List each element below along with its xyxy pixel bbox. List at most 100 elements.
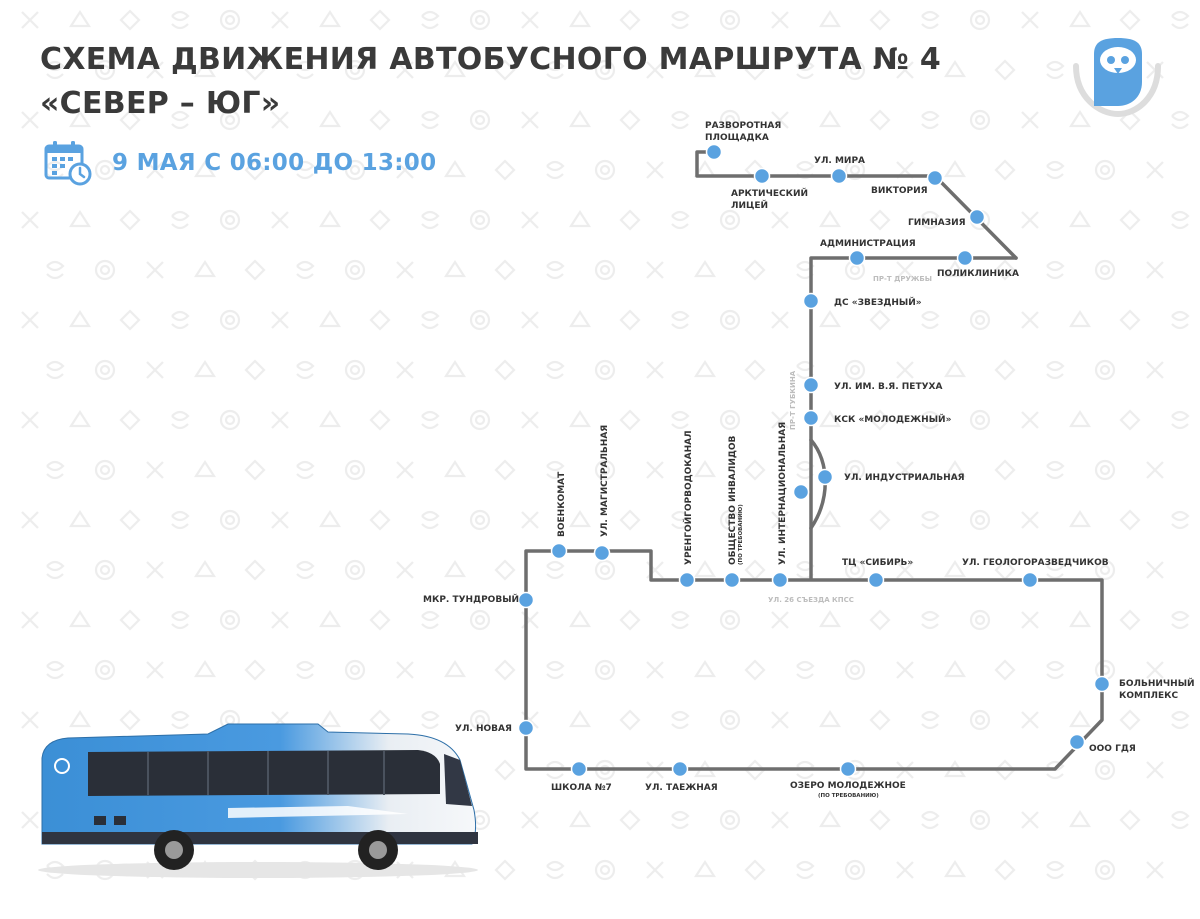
stop-label-administraciya: АДМИНИСТРАЦИЯ (820, 239, 916, 249)
pattern-ornament (719, 309, 741, 331)
pattern-ornament (318, 9, 342, 28)
pattern-ornament (896, 661, 914, 679)
pattern-ornament (719, 409, 741, 431)
pattern-ornament (1068, 709, 1092, 728)
stop-label-magistralnaya: УЛ. МАГИСТРАЛЬНАЯ (600, 425, 610, 537)
pattern-ornament (969, 609, 991, 631)
pattern-ornament (1046, 660, 1065, 680)
pattern-ornament (869, 809, 891, 831)
pattern-ornament (943, 859, 967, 878)
pattern-ornament (1046, 160, 1065, 180)
pattern-ornament (369, 609, 391, 631)
pattern-ornament (344, 359, 366, 381)
pattern-ornament (719, 609, 741, 631)
stop-label-molodezhny: КСК «МОЛОДЕЖНЫЙ» (834, 413, 952, 425)
pattern-ornament (994, 159, 1016, 181)
pattern-ornament (1119, 409, 1141, 431)
pattern-ornament (119, 309, 141, 331)
pattern-ornament (693, 259, 717, 278)
pattern-ornament (771, 311, 789, 329)
pattern-ornament (546, 560, 565, 580)
pattern-ornament (869, 9, 891, 31)
pattern-ornament (1046, 260, 1065, 280)
pattern-ornament (271, 111, 289, 129)
pattern-ornament (244, 659, 266, 681)
pattern-ornament (869, 409, 891, 431)
pattern-ornament (146, 61, 164, 79)
pattern-ornament (318, 209, 342, 228)
stop-label-poliklinika: ПОЛИКЛИНИКА (937, 269, 1019, 279)
pattern-ornament (171, 210, 190, 230)
stop-invalidov (723, 571, 741, 589)
pattern-ornament (1094, 759, 1116, 781)
pattern-ornament (546, 60, 565, 80)
pattern-ornament (1119, 209, 1141, 231)
pattern-ornament (869, 709, 891, 731)
pattern-ornament (1119, 809, 1141, 831)
pattern-ornament (921, 310, 940, 330)
pattern-ornament (896, 861, 914, 879)
pattern-ornament (594, 859, 616, 881)
stop-magistralnaya (593, 544, 611, 562)
pattern-ornament (921, 410, 940, 430)
pattern-ornament (1146, 661, 1164, 679)
pattern-ornament (94, 359, 116, 381)
pattern-ornament (921, 610, 940, 630)
pattern-ornament (1068, 109, 1092, 128)
pattern-ornament (844, 859, 866, 881)
stop-tundrovy (517, 591, 535, 609)
pattern-ornament (1068, 309, 1092, 328)
pattern-ornament (1119, 709, 1141, 731)
street-label-syezda: УЛ. 26 СЪЕЗДА КПСС (768, 596, 854, 604)
stop-ozero (839, 760, 857, 778)
pattern-ornament (646, 361, 664, 379)
pattern-ornament (443, 359, 467, 378)
pattern-ornament (921, 10, 940, 30)
stop-industrialnaya (816, 468, 834, 486)
pattern-ornament (68, 709, 92, 728)
stop-label-bolnichny-2: КОМПЛЕКС (1119, 691, 1178, 701)
pattern-ornament (469, 609, 491, 631)
street-label-gubkina: ПР-Т ГУБКИНА (789, 370, 797, 430)
pattern-ornament (771, 411, 789, 429)
pattern-ornament (494, 459, 516, 481)
pattern-ornament (318, 309, 342, 328)
pattern-ornament (494, 259, 516, 281)
pattern-ornament (671, 610, 690, 630)
pattern-ornament (1068, 409, 1092, 428)
stop-label-petukha: УЛ. ИМ. В.Я. ПЕТУХА (834, 382, 942, 392)
pattern-ornament (296, 560, 315, 580)
pattern-ornament (318, 709, 342, 728)
pattern-ornament (521, 11, 539, 29)
pattern-ornament (21, 11, 39, 29)
pattern-ornament (869, 109, 891, 131)
pattern-ornament (94, 559, 116, 581)
pattern-ornament (1021, 111, 1039, 129)
pattern-ornament (344, 159, 366, 181)
pattern-ornament (271, 11, 289, 29)
route-top-segment (695, 150, 1018, 260)
pattern-ornament (693, 459, 717, 478)
pattern-ornament (671, 810, 690, 830)
pattern-ornament (744, 659, 766, 681)
pattern-ornament (1021, 211, 1039, 229)
pattern-ornament (771, 711, 789, 729)
pattern-ornament (296, 60, 315, 80)
pattern-ornament (568, 109, 592, 128)
stop-shkola7 (570, 760, 588, 778)
stop-novaya (517, 719, 535, 737)
pattern-ornament (1119, 609, 1141, 631)
pattern-ornament (119, 209, 141, 231)
pattern-ornament (193, 459, 217, 478)
pattern-ornament (521, 811, 539, 829)
pattern-ornament (94, 459, 116, 481)
pattern-ornament (1146, 161, 1164, 179)
pattern-ornament (219, 9, 241, 31)
pattern-ornament (296, 360, 315, 380)
pattern-ornament (171, 10, 190, 30)
pattern-ornament (46, 560, 65, 580)
pattern-ornament (693, 859, 717, 878)
pattern-ornament (171, 610, 190, 630)
stop-mira (830, 167, 848, 185)
pattern-ornament (421, 410, 440, 430)
